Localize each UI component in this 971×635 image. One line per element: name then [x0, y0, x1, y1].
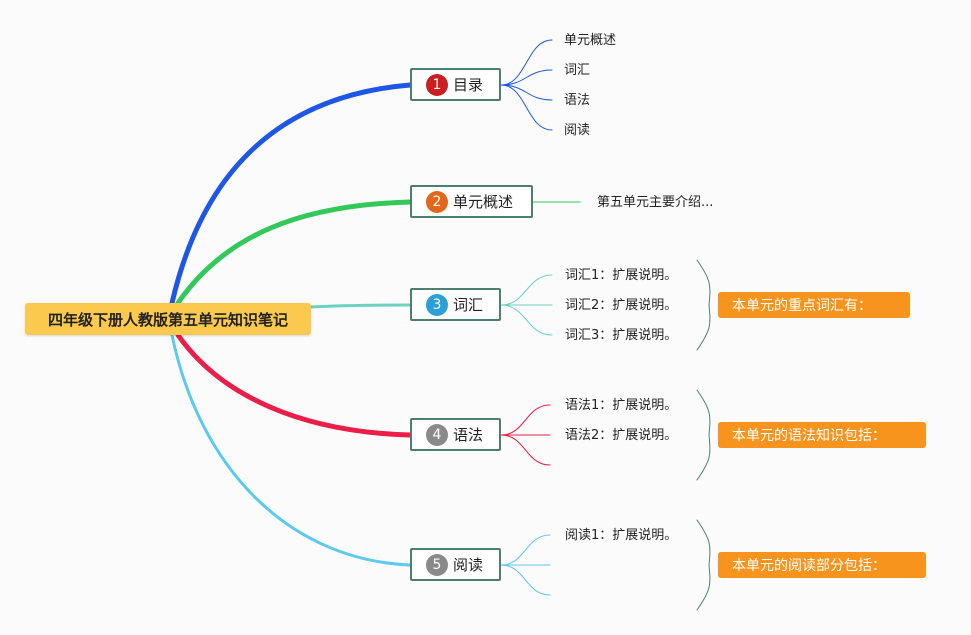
branch-topic-2[interactable]: 2 单元概述 — [410, 185, 533, 218]
subtopic-4-1[interactable]: 语法1：扩展说明。 — [565, 398, 678, 413]
root-topic-label: 四年级下册人教版第五单元知识笔记 — [47, 310, 288, 329]
connector-sub-4-3 — [500, 434, 551, 466]
summary-5[interactable]: 本单元的阅读部分包括： — [718, 552, 926, 578]
connector-sub-1-4 — [500, 84, 553, 131]
connector-sub-1-3 — [500, 84, 553, 101]
summary-bracket-3 — [696, 259, 711, 351]
subtopic-1-2[interactable]: 词汇 — [564, 63, 591, 78]
branch-label-4: 语法 — [453, 426, 484, 444]
subtopic-1-4[interactable]: 阅读 — [564, 123, 591, 138]
branch-label-5: 阅读 — [453, 556, 484, 574]
connector-sub-5-3 — [500, 564, 551, 596]
root-topic[interactable]: 四年级下册人教版第五单元知识笔记 — [25, 303, 311, 335]
branch-topic-5[interactable]: 5 阅读 — [410, 548, 501, 581]
connector-sub-4-1 — [500, 404, 551, 436]
connector-sub-1-2 — [500, 69, 553, 86]
number-badge-5: 5 — [426, 553, 448, 576]
branch-label-2: 单元概述 — [453, 193, 514, 211]
summary-bracket-4 — [696, 389, 711, 481]
summary-bracket-5 — [696, 519, 711, 611]
connector-main-5 — [170, 333, 412, 567]
subtopic-1-1[interactable]: 单元概述 — [564, 33, 617, 48]
branch-topic-3[interactable]: 3 词汇 — [410, 288, 501, 321]
branch-label-3: 词汇 — [453, 296, 484, 314]
summary-3[interactable]: 本单元的重点词汇有： — [718, 292, 910, 318]
branch-topic-1[interactable]: 1 目录 — [410, 68, 501, 101]
connector-sub-1-1 — [500, 39, 553, 86]
subtopic-5-1[interactable]: 阅读1：扩展说明。 — [565, 528, 678, 543]
summary-4[interactable]: 本单元的语法知识包括： — [718, 422, 926, 448]
connector-main-2 — [175, 199, 413, 306]
subtopic-3-2[interactable]: 词汇2：扩展说明。 — [565, 298, 678, 313]
number-badge-3: 3 — [426, 293, 448, 316]
connector-sub-3-1 — [500, 274, 553, 306]
number-badge-2: 2 — [426, 190, 448, 213]
subtopic-1-3[interactable]: 语法 — [564, 93, 591, 108]
connector-sub-5-1 — [500, 534, 551, 566]
connector-main-3 — [309, 303, 412, 309]
connector-main-1 — [169, 82, 413, 306]
number-badge-1: 1 — [426, 73, 448, 96]
subtopic-4-2[interactable]: 语法2：扩展说明。 — [565, 428, 678, 443]
branch-topic-4[interactable]: 4 语法 — [410, 418, 501, 451]
connector-main-4 — [175, 332, 413, 438]
subtopic-2-1[interactable]: 第五单元主要介绍... — [597, 195, 714, 210]
connector-sub-3-3 — [500, 304, 553, 336]
branch-label-1: 目录 — [453, 76, 484, 94]
number-badge-4: 4 — [426, 423, 448, 446]
subtopic-3-1[interactable]: 词汇1：扩展说明。 — [565, 268, 678, 283]
subtopic-3-3[interactable]: 词汇3：扩展说明。 — [565, 328, 678, 343]
